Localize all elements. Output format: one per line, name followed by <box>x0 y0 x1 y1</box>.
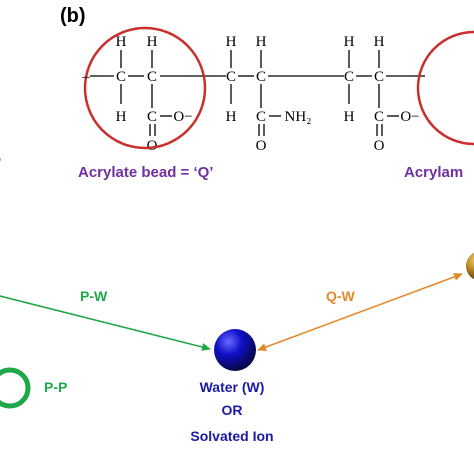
water-line-1: Water (W) <box>200 379 265 395</box>
water-bead <box>214 329 256 371</box>
acrylate-bead-label: Acrylate bead = ‘Q’ <box>78 164 213 181</box>
atom-labels: H H H H H H C C C C C C H H H C C C O O … <box>116 34 420 154</box>
atom-h: H <box>344 34 355 50</box>
atom-h: H <box>147 34 158 50</box>
atom-o: O <box>374 138 385 154</box>
acrylate-bead-q <box>466 252 474 280</box>
atom-c: C <box>374 109 384 125</box>
atom-c: C <box>256 69 266 85</box>
atom-nh2: NH₂ <box>285 109 312 125</box>
pw-label: P-W <box>80 288 108 304</box>
backbone-bonds <box>90 50 425 136</box>
water-line-3: Solvated Ion <box>190 428 273 444</box>
atom-c: C <box>256 109 266 125</box>
chain-dash: – <box>81 69 90 85</box>
atom-o: O <box>256 138 267 154</box>
atom-h: H <box>226 34 237 50</box>
atom-h: H <box>374 34 385 50</box>
atom-h: H <box>116 109 127 125</box>
qw-label: Q-W <box>326 288 356 304</box>
atom-h: H <box>226 109 237 125</box>
qw-arrow <box>257 273 463 351</box>
water-caption: Water (W) OR Solvated Ion <box>190 379 273 444</box>
acrylamide-bead-circle <box>416 30 474 146</box>
atom-o: O <box>147 138 158 154</box>
atom-c: C <box>116 69 126 85</box>
atom-h: H <box>344 109 355 125</box>
atom-c: C <box>147 69 157 85</box>
pp-label: P-P <box>44 379 67 395</box>
atom-o-minus: O− <box>173 109 192 125</box>
atom-c: C <box>147 109 157 125</box>
water-line-2: OR <box>222 402 243 418</box>
atom-c: C <box>344 69 354 85</box>
panel-label: (b) <box>60 5 86 27</box>
atom-h: H <box>116 34 127 50</box>
atom-c: C <box>374 69 384 85</box>
acrylamide-bead-label: Acrylam <box>404 164 463 181</box>
atom-o-minus: O− <box>400 109 419 125</box>
acrylate-bead-circle <box>83 26 207 150</box>
atom-h: H <box>256 34 267 50</box>
pp-self-loop <box>0 367 31 409</box>
pw-arrow <box>0 295 211 351</box>
edge-mark: , <box>0 149 1 163</box>
atom-c: C <box>226 69 236 85</box>
